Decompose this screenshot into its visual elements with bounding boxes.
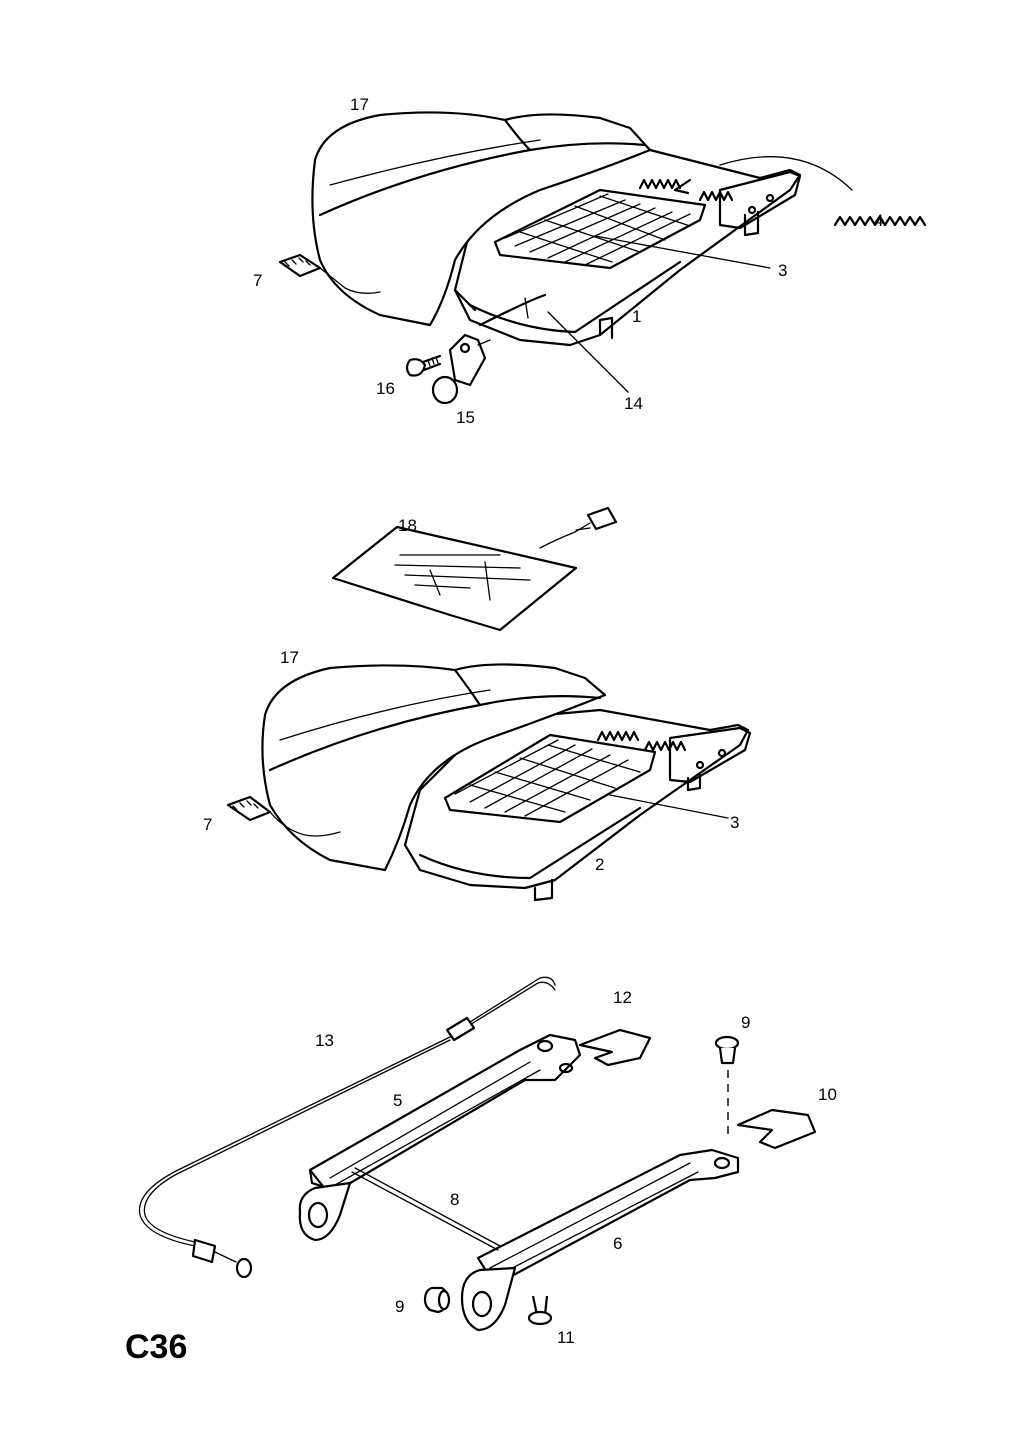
spring-left-top <box>638 178 682 190</box>
label-11: 11 <box>557 1328 575 1347</box>
cover-12 <box>578 1028 652 1067</box>
spring-right-top <box>698 190 734 202</box>
label-4: 4 <box>874 211 883 230</box>
connector-7-top <box>278 253 381 294</box>
seat-cushion-top <box>311 111 652 327</box>
cross-wire-8 <box>351 1171 499 1251</box>
label-16: 16 <box>376 379 395 398</box>
label-3-top: 3 <box>778 261 787 280</box>
spring-left-middle <box>596 730 640 742</box>
rod-14 <box>478 293 547 327</box>
label-9-top: 9 <box>741 1013 750 1032</box>
bottom-rail-assembly: 13 12 9 10 5 8 6 9 11 <box>138 976 837 1347</box>
label-1: 1 <box>632 307 641 326</box>
label-9-bottom: 9 <box>395 1297 404 1316</box>
spring-mat-grid-top <box>493 188 707 270</box>
label-3-middle: 3 <box>730 813 739 832</box>
label-6: 6 <box>613 1234 622 1253</box>
top-seat-assembly: 17 7 3 4 1 14 16 15 <box>253 95 927 427</box>
label-15: 15 <box>456 408 475 427</box>
label-7-top: 7 <box>253 271 262 290</box>
spring-right-middle <box>643 740 687 752</box>
label-13: 13 <box>315 1031 334 1050</box>
rail-5 <box>298 1033 582 1242</box>
heater-pad-18 <box>331 506 618 632</box>
label-7-middle: 7 <box>203 815 212 834</box>
label-17-top: 17 <box>350 95 369 114</box>
label-12: 12 <box>613 988 632 1007</box>
rail-6 <box>460 1148 740 1332</box>
cover-10 <box>736 1108 817 1150</box>
lever-knob-15 <box>431 333 491 405</box>
label-8: 8 <box>450 1190 459 1209</box>
middle-seat-assembly: 18 17 7 3 2 <box>203 506 752 902</box>
label-2: 2 <box>595 855 604 874</box>
screw-16 <box>405 354 442 377</box>
label-10: 10 <box>818 1085 837 1104</box>
label-5: 5 <box>393 1091 402 1110</box>
bolt-11 <box>527 1295 553 1326</box>
bolt-9-bottom <box>423 1286 451 1314</box>
label-14: 14 <box>624 394 643 413</box>
bolt-9-top <box>714 1035 740 1140</box>
page-code: C36 <box>125 1328 187 1366</box>
spring-mat-grid-middle <box>443 733 657 824</box>
connector-7-middle <box>226 795 341 837</box>
label-18: 18 <box>398 516 417 535</box>
cable-13 <box>138 976 556 1279</box>
loose-spring-4 <box>833 215 927 227</box>
seat-cushion-middle <box>261 663 607 872</box>
label-17-middle: 17 <box>280 648 299 667</box>
